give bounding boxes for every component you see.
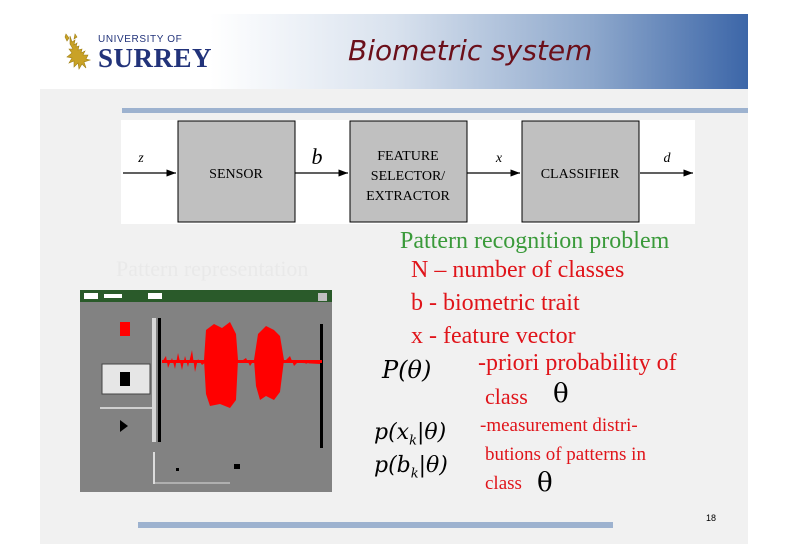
waveform-screenshot [80, 290, 332, 492]
logo-university-of: UNIVERSITY OF [98, 34, 183, 45]
pattern-line-classes: N – number of classes [411, 257, 625, 283]
pattern-line-trait: b - biometric trait [411, 290, 580, 316]
logo-surrey: SURREY [98, 43, 213, 73]
sensor-label: SENSOR [209, 167, 263, 182]
slide-title: Biometric system [348, 34, 593, 67]
prior-formula: P(θ) [382, 356, 432, 384]
ghost-caption: Pattern representation [116, 256, 309, 281]
measurement-text-line2: butions of patterns in [485, 444, 646, 465]
measurement-text-line3: class [485, 473, 522, 494]
prior-theta-symbol: θ [553, 379, 569, 409]
signal-d: d [664, 151, 672, 166]
waveform-titlebar [80, 290, 332, 302]
signal-b: b [312, 144, 323, 169]
measurement-formula-2: p(bk|θ) [374, 453, 448, 482]
feature-label-line3: EXTRACTOR [366, 189, 450, 204]
prior-text-line1: -priori probability of [478, 350, 677, 376]
waveform-image [84, 293, 327, 484]
bottom-rule [138, 522, 613, 528]
feature-extractor-block [349, 120, 468, 223]
record-indicator [120, 322, 130, 336]
feature-label-line2: SELECTOR/ [371, 169, 446, 184]
measurement-theta-symbol: θ [537, 468, 553, 498]
classifier-label: CLASSIFIER [541, 167, 620, 182]
measurement-text-line1: -measurement distri- [480, 415, 638, 436]
measurement-formula-1: p(xk|θ) [374, 420, 447, 449]
classifier-block [521, 120, 640, 223]
prior-text-line2: class [485, 384, 528, 409]
university-stag-crest-icon [64, 33, 92, 70]
signal-z: z [137, 151, 144, 166]
university-logo: UNIVERSITY OF SURREY [62, 32, 212, 76]
page-number: 18 [706, 513, 717, 523]
waveform-signal [162, 322, 322, 408]
signal-x: x [495, 151, 503, 166]
play-button-icon [120, 420, 128, 432]
block-diagram: SENSOR FEATURE SELECTOR/ EXTRACTOR CLASS… [123, 120, 693, 223]
sensor-block [177, 120, 296, 223]
top-rule [122, 108, 748, 113]
header-band [40, 14, 748, 89]
pattern-line-vector: x - feature vector [411, 323, 576, 349]
pattern-recognition-heading: Pattern recognition problem [400, 228, 670, 254]
feature-label-line1: FEATURE [377, 149, 438, 164]
